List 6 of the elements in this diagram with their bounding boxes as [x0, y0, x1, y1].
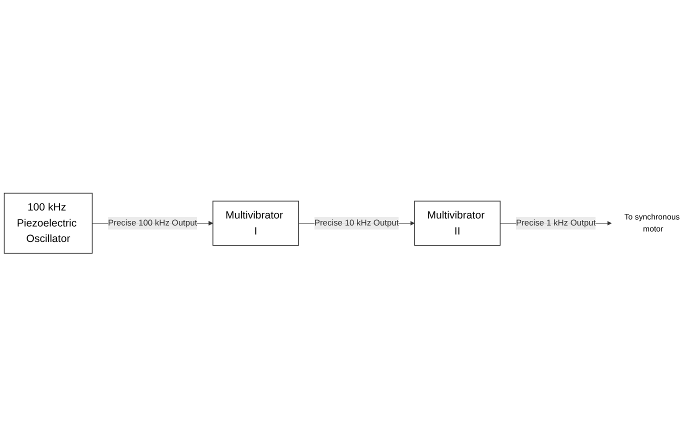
edge-label: Precise 100 kHz Output: [108, 218, 198, 228]
node-box: 100 kHz Piezoelectric Oscillator: [4, 193, 93, 254]
node-box: Multivibrator II: [414, 200, 501, 246]
edge-label: Precise 1 kHz Output: [516, 218, 596, 228]
node-box: Multivibrator I: [212, 200, 299, 246]
edge-label: Precise 10 kHz Output: [314, 218, 399, 228]
